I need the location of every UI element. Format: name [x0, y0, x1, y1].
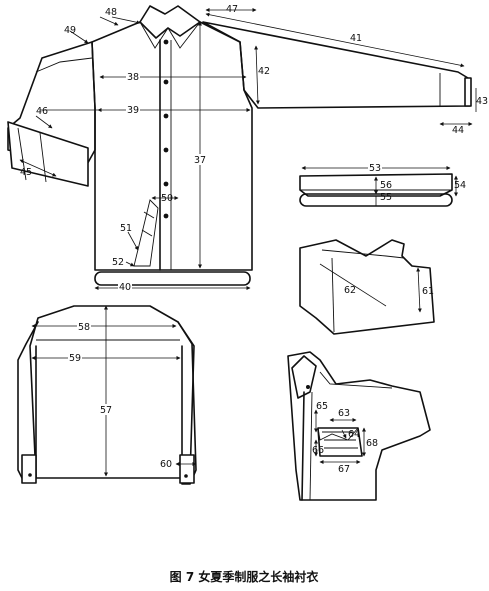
label-68: 68	[366, 438, 378, 449]
label-58: 58	[78, 322, 90, 333]
pocket-detail	[287, 351, 431, 501]
label-52: 52	[112, 257, 124, 268]
hem-band	[94, 271, 251, 286]
label-66: 66	[312, 445, 324, 456]
front-dimensions	[19, 8, 477, 294]
label-59: 59	[69, 353, 81, 364]
front-body	[91, 21, 253, 271]
label-57: 57	[100, 405, 112, 416]
label-54: 54	[454, 180, 466, 191]
measurement-labels: 38 39 37 40 41 42 43 44 45 46 47 48 49 5…	[20, 4, 488, 475]
front-view-shirt	[7, 5, 472, 286]
label-46: 46	[36, 106, 48, 117]
label-44: 44	[452, 125, 464, 136]
back-view-shirt	[17, 305, 197, 485]
label-62: 62	[344, 285, 356, 296]
label-67: 67	[338, 464, 350, 475]
label-47: 47	[226, 4, 238, 15]
label-48: 48	[105, 7, 117, 18]
label-63: 63	[338, 408, 350, 419]
label-41: 41	[350, 33, 362, 44]
label-50: 50	[161, 193, 173, 204]
label-42: 42	[258, 66, 270, 77]
label-39: 39	[127, 105, 139, 116]
right-sleeve	[202, 21, 471, 109]
label-61: 61	[422, 286, 434, 297]
label-45: 45	[20, 167, 32, 178]
label-60b: 60	[160, 459, 172, 470]
label-49: 49	[64, 25, 76, 36]
label-51: 51	[120, 223, 132, 234]
label-56: 56	[380, 180, 392, 191]
label-43: 43	[476, 96, 488, 107]
label-40: 40	[119, 282, 131, 293]
shoulder-detail	[299, 239, 435, 335]
label-55: 55	[380, 192, 392, 203]
collar-band-piece	[299, 162, 458, 207]
label-65: 65	[316, 401, 328, 412]
label-38: 38	[127, 72, 139, 83]
figure-caption: 图 7 女夏季制服之长袖衬衣	[170, 569, 319, 584]
label-64: 64	[348, 429, 360, 440]
label-53: 53	[369, 163, 381, 174]
left-sleeve	[7, 41, 96, 169]
label-37: 37	[194, 155, 206, 166]
